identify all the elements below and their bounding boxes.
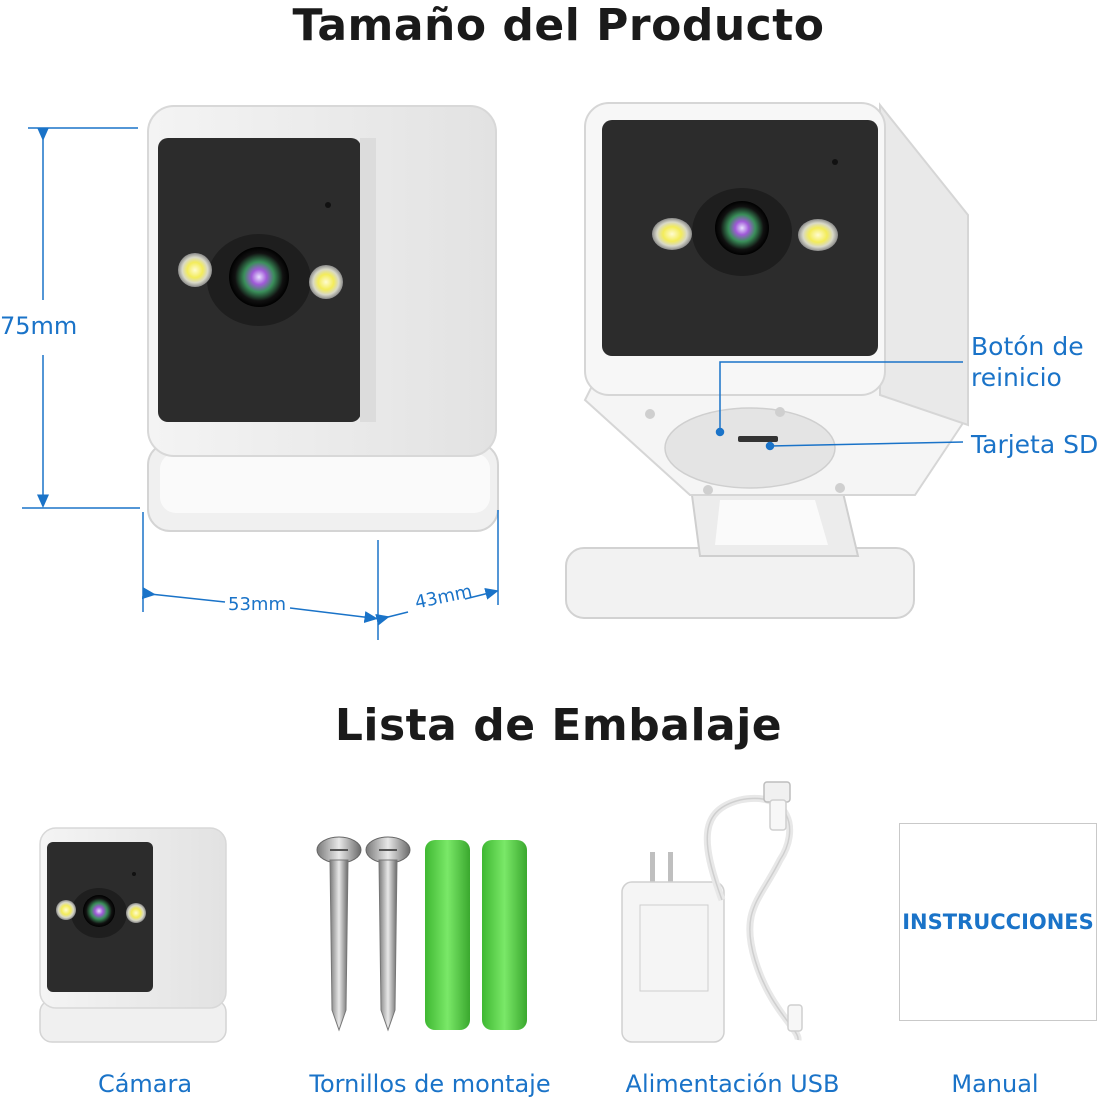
reset-button-callout-line2: reinicio <box>971 363 1062 392</box>
package-usb-power <box>621 781 803 1043</box>
caption-usb-power: Alimentación USB <box>625 1070 840 1098</box>
camera-angled-view <box>565 102 969 619</box>
instructions-manual: INSTRUCCIONES <box>899 823 1097 1021</box>
caption-manual: Manual <box>951 1070 1039 1098</box>
caption-screws: Tornillos de montaje <box>309 1070 551 1098</box>
product-size-title: Tamaño del Producto <box>292 0 825 51</box>
width-dimension-label: 53mm <box>228 594 286 615</box>
instructions-label: INSTRUCCIONES <box>902 910 1094 934</box>
callout-lines <box>715 361 964 451</box>
height-dimension-label: 75mm <box>0 312 78 340</box>
package-camera <box>39 827 227 1043</box>
dimension-lines <box>22 127 499 640</box>
packing-list-title: Lista de Embalaje <box>334 700 783 751</box>
sd-card-callout: Tarjeta SD <box>971 430 1099 459</box>
camera-front-view <box>147 105 499 532</box>
package-screws <box>316 836 527 1032</box>
caption-camera: Cámara <box>97 1070 193 1098</box>
reset-button-callout-line1: Botón de <box>971 332 1084 361</box>
reset-button-callout: Botón de reinicio <box>971 331 1084 393</box>
